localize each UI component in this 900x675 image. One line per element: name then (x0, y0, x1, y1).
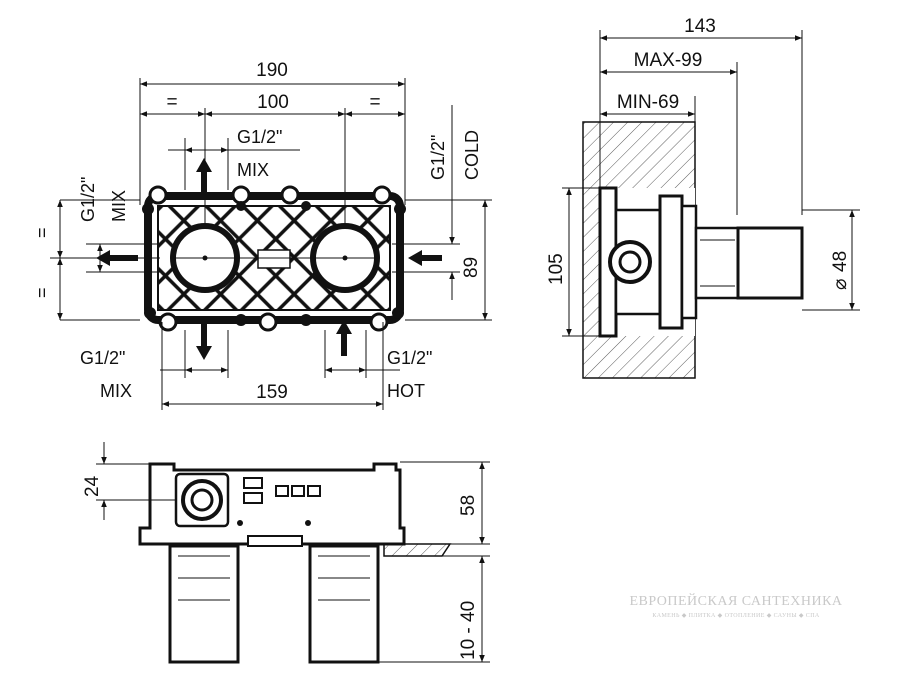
side-diameter: 48 (830, 251, 851, 272)
front-bottom-width: 159 (256, 382, 288, 403)
front-equal-right: = (369, 92, 380, 113)
front-left-port-size: G1/2" (78, 177, 98, 222)
front-right-port-label: COLD (462, 130, 482, 180)
front-bottom-left-size: G1/2" (80, 348, 125, 368)
front-overall-width: 190 (256, 60, 288, 81)
front-top-port-size: G1/2" (237, 127, 282, 147)
bottom-view: 24 58 10 - 40 (82, 442, 490, 664)
front-view: 190 = 100 = G1/2" MIX G1/2" MIX = = (32, 60, 492, 410)
front-bottom-right-label: HOT (387, 381, 425, 401)
bottom-top-offset: 24 (82, 475, 103, 497)
arrow-down-icon (196, 324, 212, 360)
front-equal-left: = (166, 92, 177, 113)
watermark-subtitle: КАМЕНЬ ◆ ПЛИТКА ◆ ОТОПЛЕНИЕ ◆ САУНЫ ◆ СП… (652, 613, 820, 619)
front-top-port-label: MIX (237, 160, 269, 180)
front-bottom-left-label: MIX (100, 381, 132, 401)
front-bottom-right-size: G1/2" (387, 348, 432, 368)
side-height: 105 (546, 253, 567, 285)
bottom-extension-range: 10 - 40 (458, 601, 479, 660)
arrow-left-icon (96, 250, 138, 266)
front-left-equal-bottom: = (32, 287, 52, 298)
side-min-depth: MIN-69 (617, 92, 679, 113)
front-right-port-size: G1/2" (428, 135, 448, 180)
side-view: 143 MAX-99 MIN-69 105 ⌀ 48 (546, 16, 860, 379)
side-overall-depth: 143 (684, 16, 716, 37)
side-diameter-symbol: ⌀ (830, 279, 851, 290)
bottom-height: 58 (458, 495, 479, 516)
side-max-depth: MAX-99 (634, 50, 703, 71)
watermark: ЕВРОПЕЙСКАЯ САНТЕХНИКА КАМЕНЬ ◆ ПЛИТКА ◆… (618, 594, 854, 619)
arrow-up-icon (196, 158, 212, 194)
front-left-port-label: MIX (109, 190, 129, 222)
watermark-title: ЕВРОПЕЙСКАЯ САНТЕХНИКА (629, 594, 843, 609)
front-height: 89 (461, 257, 482, 278)
arrow-left-icon (408, 250, 442, 266)
front-center-distance: 100 (257, 92, 289, 113)
arrow-up-icon (336, 320, 352, 356)
front-left-equal-top: = (32, 227, 52, 238)
